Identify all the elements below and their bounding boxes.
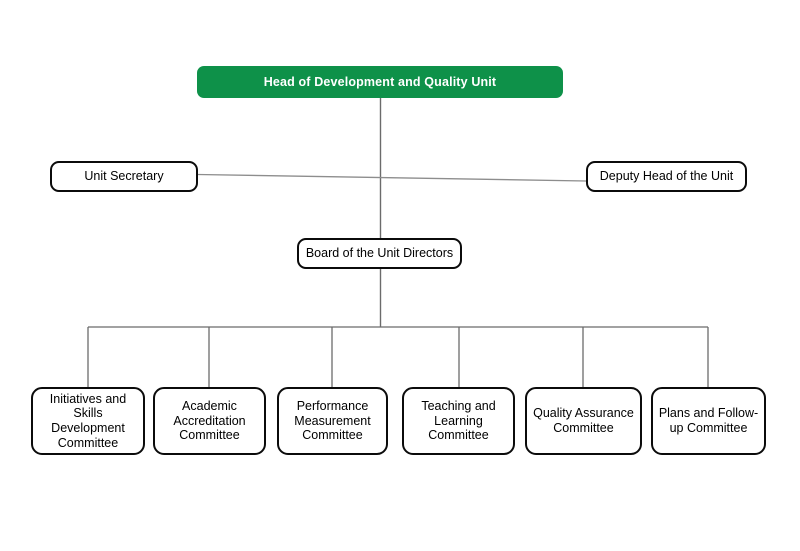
node-committee-quality-assurance[interactable]: Quality Assurance Committee bbox=[525, 387, 642, 455]
node-committee-teaching-learning[interactable]: Teaching and Learning Committee bbox=[402, 387, 515, 455]
node-deputy-head[interactable]: Deputy Head of the Unit bbox=[586, 161, 747, 192]
node-committee-label: Quality Assurance Committee bbox=[533, 406, 634, 435]
node-committee-plans-follow-up[interactable]: Plans and Follow- up Committee bbox=[651, 387, 766, 455]
node-committee-initiatives-skills-development[interactable]: Initiatives and Skills Development Commi… bbox=[31, 387, 145, 455]
node-committee-academic-accreditation[interactable]: Academic Accreditation Committee bbox=[153, 387, 266, 455]
node-committee-label: Plans and Follow- up Committee bbox=[658, 406, 759, 435]
node-board-of-directors[interactable]: Board of the Unit Directors bbox=[297, 238, 462, 269]
node-committee-performance-measurement[interactable]: Performance Measurement Committee bbox=[277, 387, 388, 455]
node-committee-label: Academic Accreditation Committee bbox=[173, 398, 246, 443]
node-board-of-directors-label: Board of the Unit Directors bbox=[305, 246, 454, 261]
node-committee-label: Performance Measurement Committee bbox=[294, 398, 371, 443]
node-committee-label: Initiatives and Skills Development Commi… bbox=[49, 391, 127, 450]
node-unit-secretary-label: Unit Secretary bbox=[84, 169, 164, 184]
node-deputy-head-label: Deputy Head of the Unit bbox=[599, 169, 734, 184]
node-head-of-unit[interactable]: Head of Development and Quality Unit bbox=[197, 66, 563, 98]
connector-secretary-to-deputy bbox=[197, 173, 587, 182]
node-head-of-unit-label: Head of Development and Quality Unit bbox=[263, 74, 497, 89]
node-committee-label: Teaching and Learning Committee bbox=[421, 398, 496, 443]
node-unit-secretary[interactable]: Unit Secretary bbox=[50, 161, 198, 192]
